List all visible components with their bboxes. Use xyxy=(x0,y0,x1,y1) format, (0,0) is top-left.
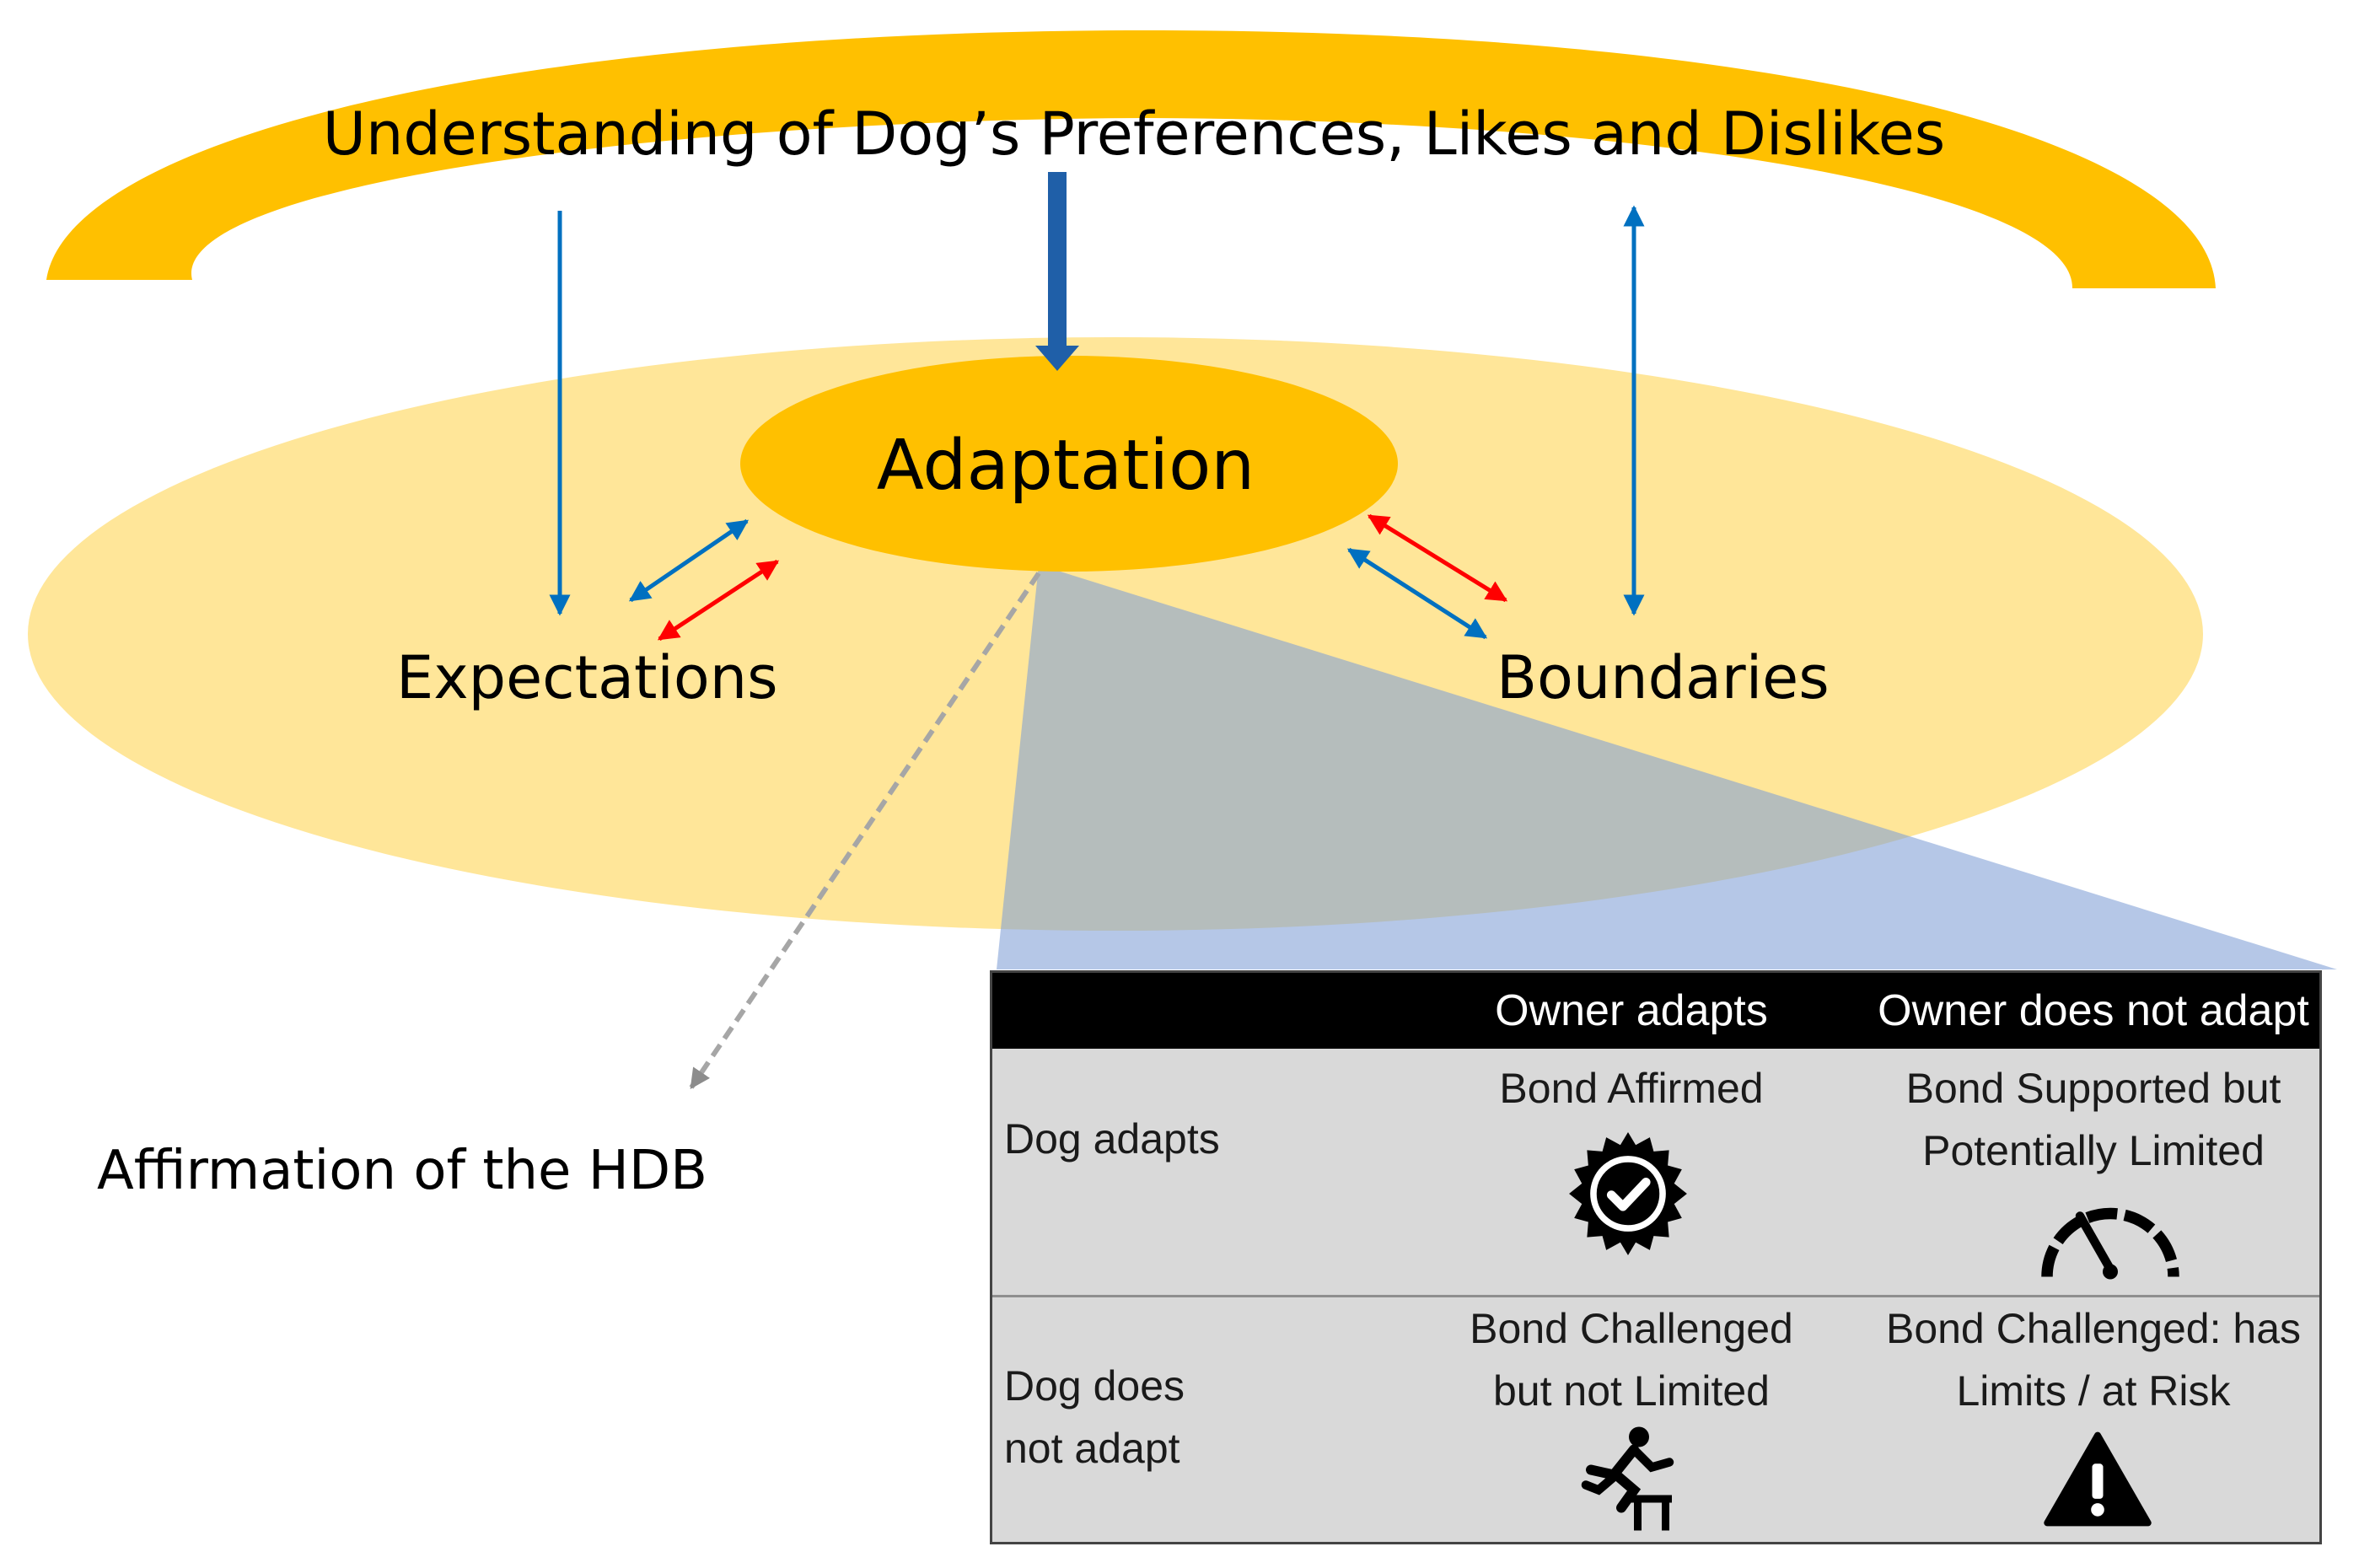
understanding-label: Understanding of Dog’s Preferences, Like… xyxy=(322,99,1946,169)
understanding-arc xyxy=(46,30,2216,288)
cell-label: Bond Challenged but not Limited xyxy=(1470,1305,1793,1415)
speedometer-icon xyxy=(2041,1207,2179,1280)
col-header-owner-adapts: Owner adapts xyxy=(1495,986,1768,1035)
verified-badge-icon xyxy=(1569,1132,1687,1255)
adaptation-label: Adaptation xyxy=(876,426,1255,506)
cell-bond-challenged-at-risk: Bond Challenged: has Limits / at Risk xyxy=(1866,1297,2321,1542)
adaptation-matrix: Owner adapts Owner does not adapt Dog ad… xyxy=(990,970,2322,1544)
left-red-arrow xyxy=(657,559,780,642)
warning-triangle-icon xyxy=(2044,1431,2152,1527)
col-header-owner-does-not-adapt: Owner does not adapt xyxy=(1878,986,2309,1035)
expectations-label: Expectations xyxy=(396,643,778,712)
cell-bond-supported: Bond Supported but Potentially Limited xyxy=(1866,1049,2321,1295)
affirmation-label: Affirmation of the HDB xyxy=(97,1140,708,1202)
zoom-wedge xyxy=(997,565,2337,969)
main-arrow-head xyxy=(1035,346,1079,371)
cell-label: Bond Supported but Potentially Limited xyxy=(1905,1065,2281,1174)
cell-label: Bond Affirmed xyxy=(1499,1065,1764,1112)
matrix-row-dog-adapts: Dog adapts Bond Affirmed Bond Supported … xyxy=(992,1049,2319,1297)
boundaries-label: Boundaries xyxy=(1497,643,1830,712)
cell-bond-affirmed: Bond Affirmed xyxy=(1397,1049,1866,1295)
affirmation-arrow xyxy=(689,572,1041,1089)
right-blue-arrow xyxy=(1346,547,1488,640)
matrix-row-dog-does-not-adapt: Dog does not adapt Bond Challenged but n… xyxy=(992,1297,2319,1542)
hurdle-jumper-icon xyxy=(1581,1426,1674,1531)
matrix-corner-cell xyxy=(992,973,1397,1049)
matrix-header-row: Owner adapts Owner does not adapt xyxy=(992,973,2319,1049)
cell-label: Bond Challenged: has Limits / at Risk xyxy=(1885,1305,2302,1415)
row-header-dog-does-not-adapt: Dog does not adapt xyxy=(1004,1362,1185,1472)
cell-bond-challenged-not-limited: Bond Challenged but not Limited xyxy=(1397,1297,1866,1542)
main-arrow-shaft xyxy=(1048,172,1067,349)
row-header-dog-adapts: Dog adapts xyxy=(1004,1115,1220,1163)
adaptation-ellipse xyxy=(740,356,1398,572)
